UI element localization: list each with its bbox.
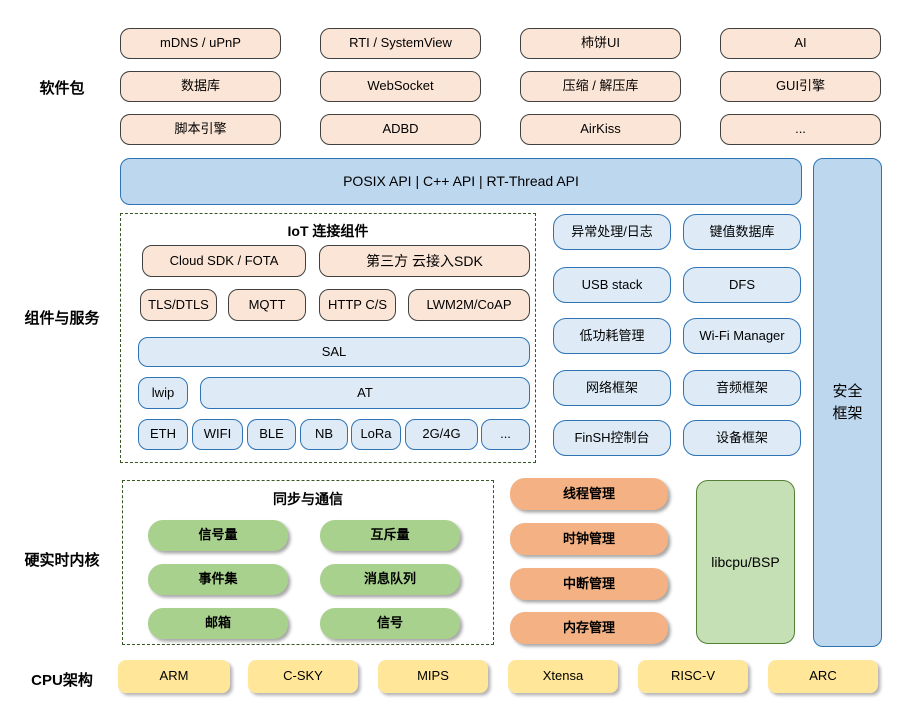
cpu-arch-box: ARC xyxy=(768,660,878,693)
sal-box: SAL xyxy=(138,337,530,367)
iot-protocol-box: LWM2M/CoAP xyxy=(408,289,530,321)
cpu-arch-box: MIPS xyxy=(378,660,488,693)
iot-protocol-box: MQTT xyxy=(228,289,306,321)
package-box: 压缩 / 解压库 xyxy=(520,71,681,102)
api-bar: POSIX API | C++ API | RT-Thread API xyxy=(120,158,802,205)
service-box: Wi-Fi Manager xyxy=(683,318,801,354)
cpu-arch-box: Xtensa xyxy=(508,660,618,693)
cpu-arch-box: ARM xyxy=(118,660,230,693)
security-framework-bar: 安全 框架 xyxy=(813,158,882,647)
link-box: 2G/4G xyxy=(405,419,478,450)
kernel-mgmt-box: 时钟管理 xyxy=(510,523,668,555)
sync-item-box: 信号量 xyxy=(148,520,288,551)
service-box: USB stack xyxy=(553,267,671,303)
service-box: DFS xyxy=(683,267,801,303)
package-box: 数据库 xyxy=(120,71,281,102)
security-framework-line1: 安全 xyxy=(832,383,863,401)
iot-protocol-box: HTTP C/S xyxy=(319,289,396,321)
package-box: RTI / SystemView xyxy=(320,28,481,59)
link-box: WIFI xyxy=(192,419,243,450)
link-box: ETH xyxy=(138,419,188,450)
service-box: 音频框架 xyxy=(683,370,801,406)
link-box: LoRa xyxy=(351,419,401,450)
cpu-arch-box: C-SKY xyxy=(248,660,358,693)
at-box: AT xyxy=(200,377,530,409)
section-label-cpu: CPU架构 xyxy=(31,672,93,689)
iot-protocol-box: TLS/DTLS xyxy=(140,289,217,321)
sync-item-box: 消息队列 xyxy=(320,564,460,595)
iot-third-party-box: 第三方 云接入SDK xyxy=(319,245,530,277)
libcpu-bsp-box: libcpu/BSP xyxy=(696,480,795,644)
package-box: 柿饼UI xyxy=(520,28,681,59)
package-box: ... xyxy=(720,114,881,145)
service-box: 异常处理/日志 xyxy=(553,214,671,250)
sync-item-box: 邮箱 xyxy=(148,608,288,639)
package-box: WebSocket xyxy=(320,71,481,102)
cpu-arch-box: RISC-V xyxy=(638,660,748,693)
sync-item-box: 事件集 xyxy=(148,564,288,595)
sync-group-title: 同步与通信 xyxy=(273,491,343,507)
package-box: AirKiss xyxy=(520,114,681,145)
section-label-kernel: 硬实时内核 xyxy=(24,552,100,569)
link-box: ... xyxy=(481,419,530,450)
package-box: mDNS / uPnP xyxy=(120,28,281,59)
iot-cloud-sdk-box: Cloud SDK / FOTA xyxy=(142,245,306,277)
link-box: NB xyxy=(300,419,348,450)
sync-item-box: 互斥量 xyxy=(320,520,460,551)
lwip-box: lwip xyxy=(138,377,188,409)
package-box: AI xyxy=(720,28,881,59)
section-label-packages: 软件包 xyxy=(39,80,85,97)
package-box: 脚本引擎 xyxy=(120,114,281,145)
package-box: GUI引擎 xyxy=(720,71,881,102)
service-box: 网络框架 xyxy=(553,370,671,406)
service-box: 键值数据库 xyxy=(683,214,801,250)
kernel-mgmt-box: 中断管理 xyxy=(510,568,668,600)
iot-group-title: IoT 连接组件 xyxy=(287,223,369,239)
link-box: BLE xyxy=(247,419,296,450)
service-box: 低功耗管理 xyxy=(553,318,671,354)
service-box: 设备框架 xyxy=(683,420,801,456)
sync-item-box: 信号 xyxy=(320,608,460,639)
section-label-components: 组件与服务 xyxy=(24,310,100,327)
package-box: ADBD xyxy=(320,114,481,145)
kernel-mgmt-box: 内存管理 xyxy=(510,612,668,644)
security-framework-line2: 框架 xyxy=(832,404,863,422)
kernel-mgmt-box: 线程管理 xyxy=(510,478,668,510)
service-box: FinSH控制台 xyxy=(553,420,671,456)
